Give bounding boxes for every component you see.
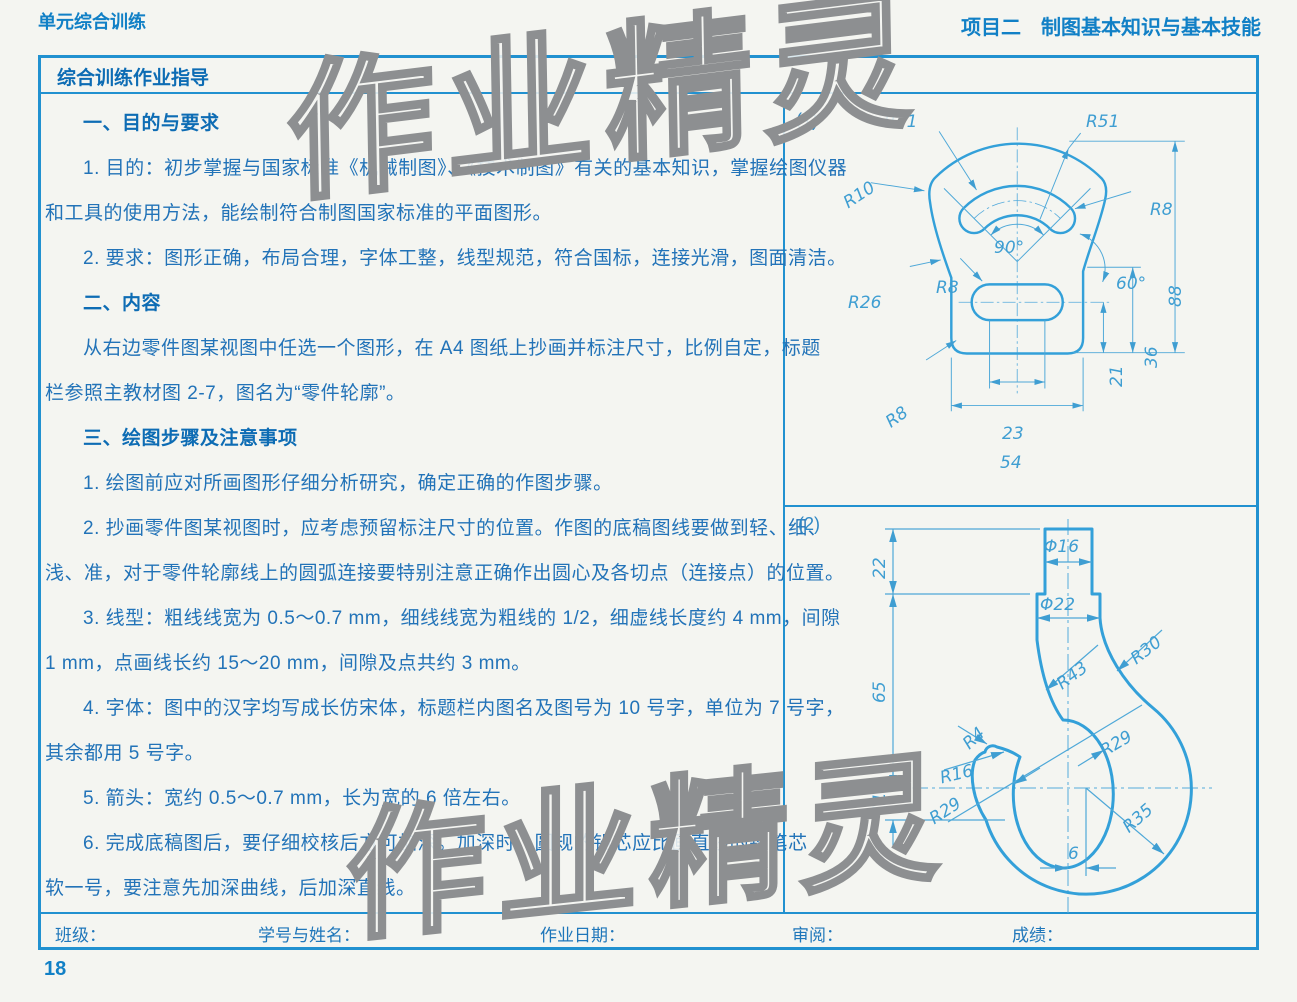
figure2-drawing: [885, 519, 1212, 916]
section-title-3: 三、绘图步骤及注意事项: [83, 428, 298, 449]
footer-field-grade: 成绩：: [1012, 926, 1063, 945]
dim-label-angle60: 60°: [1116, 274, 1147, 294]
plate-centerlines: [958, 127, 1112, 394]
plate-leader-lines: [870, 131, 1132, 361]
dim-label-phi16: Φ16: [1044, 537, 1080, 557]
text-line: 5. 箭头：宽约 0.5～0.7 mm，长为宽的 6 倍左右。: [83, 788, 521, 809]
dim-label-r8-right: R8: [1150, 200, 1173, 220]
column-divider: [783, 92, 785, 914]
section-title-1: 一、目的与要求: [83, 113, 220, 134]
dim-label-r31: R31: [884, 112, 918, 132]
dim-label-6: 6: [1068, 844, 1079, 864]
figure1-drawing: [870, 127, 1185, 412]
figure-divider: [783, 505, 1259, 507]
figure1-label: (1): [796, 110, 818, 130]
dim-label-phi22: Φ22: [1040, 595, 1076, 615]
hook-centerlines: [885, 519, 1212, 916]
text-line: 软一号，要注意先加深曲线，后加深直线。: [45, 878, 416, 899]
footer-field-review: 审阅：: [792, 926, 843, 945]
dim-label-54: 54: [1000, 453, 1022, 473]
footer-divider: [38, 912, 1259, 914]
text-line: 1. 目的：初步掌握与国家标准《机械制图》、《技术制图》有关的基本知识，掌握绘图…: [83, 158, 848, 179]
plate-dimension-lines: [951, 141, 1179, 409]
text-line: 6. 完成底稿图后，要仔细校核后方可加深。加深时，圆规的铅芯应比画直线的铅笔芯: [83, 833, 808, 854]
text-line: 浅、准，对于零件轮廓线上的圆弧连接要特别注意正确作出圆心及各切点（连接点）的位置…: [45, 563, 845, 584]
dim-label-r51: R51: [1086, 112, 1120, 132]
text-line: 从右边零件图某视图中任选一个图形，在 A4 图纸上抄画并标注尺寸，比例自定，标题: [83, 338, 821, 359]
dim-label-angle90: 90°: [994, 238, 1025, 258]
dim-label-22: 22: [870, 557, 890, 579]
dim-label-r26: R26: [848, 293, 882, 313]
page-header-right: 项目二 制图基本知识与基本技能: [961, 17, 1261, 39]
dim-label-23: 23: [1002, 424, 1024, 444]
panel-title: 综合训练作业指导: [57, 68, 210, 89]
section-title-2: 二、内容: [83, 293, 162, 314]
text-line: 4. 字体：图中的汉字均写成长仿宋体，标题栏内图名及图号为 10 号字，单位为 …: [83, 698, 845, 719]
title-divider: [38, 92, 1259, 94]
text-line: 1 mm，点画线长约 15～20 mm，间隙及点共约 3 mm。: [45, 653, 531, 674]
text-line: 3. 线型：粗线线宽为 0.5～0.7 mm，细线线宽为粗线的 1/2，细虚线长…: [83, 608, 841, 629]
plate-extension-lines: [950, 140, 1185, 412]
text-line: 2. 要求：图形正确，布局合理，字体工整，线型规范，符合国标，连接光滑，图面清洁…: [83, 248, 847, 269]
dim-label-36: 36: [1142, 346, 1162, 368]
text-line: 栏参照主教材图 2-7，图名为“零件轮廓”。: [45, 383, 406, 404]
page-number: 18: [44, 958, 67, 980]
content-box: [38, 55, 1259, 950]
dim-label-r8-slot: R8: [936, 278, 959, 298]
footer-field-date: 作业日期：: [540, 926, 625, 945]
hook-leader-lines: [943, 629, 1165, 855]
dim-label-88: 88: [1166, 285, 1186, 307]
hook-dimension-lines: [889, 529, 1116, 872]
hook-outline: [970, 527, 1193, 896]
text-line: 1. 绘图前应对所画图形仔细分析研究，确定正确的作图步骤。: [83, 473, 613, 494]
text-line: 其余都用 5 号字。: [45, 743, 205, 764]
footer-field-name: 学号与姓名：: [258, 926, 360, 945]
page-header-left: 单元综合训练: [38, 12, 146, 32]
dim-label-65: 65: [870, 681, 890, 703]
figure2-label: (2): [798, 514, 820, 534]
hook-extension-lines: [885, 528, 1143, 876]
text-line: 和工具的使用方法，能绘制符合制图国家标准的平面图形。: [45, 203, 553, 224]
plate-angle-lines: [943, 188, 1110, 283]
dim-label-21: 21: [1107, 365, 1127, 387]
text-line: 2. 抄画零件图某视图时，应考虑预留标注尺寸的位置。作图的底稿图线要做到轻、细、: [83, 518, 828, 539]
footer-field-class: 班级：: [55, 926, 106, 945]
